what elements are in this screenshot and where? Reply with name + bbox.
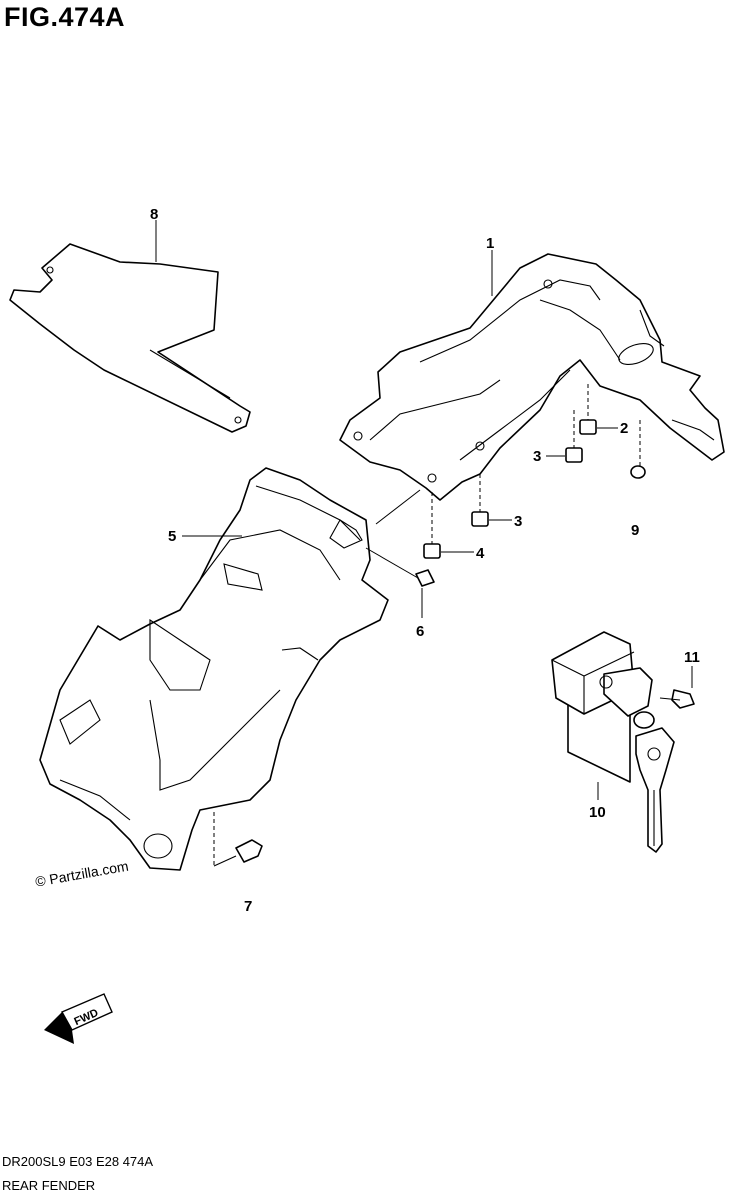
callout-2: 2 [620,420,628,437]
part-9-grommet[interactable] [630,420,646,479]
callout-6: 6 [416,623,424,640]
part-1-rear-fender-upper[interactable] [339,253,725,501]
callout-8: 8 [150,206,158,223]
part-3-bolt-upper[interactable] [565,410,583,463]
part-4-bolt[interactable] [423,492,441,559]
callout-4: 4 [476,545,485,562]
callout-9: 9 [631,522,639,539]
callout-1: 1 [486,235,494,252]
part-11-screw[interactable] [659,689,695,709]
callout-7: 7 [244,898,252,915]
callout-10: 10 [589,804,606,821]
callout-11: 11 [684,649,700,666]
callout-3-lower: 3 [514,513,522,530]
part-6-clip-nut[interactable] [415,569,435,587]
fwd-arrow-icon: FWD [44,993,113,1044]
part-8-cover-plate[interactable] [9,243,251,433]
part-3-bolt-lower[interactable] [471,474,489,527]
callout-3-upper: 3 [533,448,541,465]
callout-5: 5 [168,528,176,545]
part-5-rear-fender-lower[interactable] [39,467,389,871]
diagram-name: REAR FENDER [2,1178,96,1193]
part-10-lock-set[interactable] [551,631,675,853]
part-7-bolt[interactable] [213,812,263,867]
figure-title: FIG.474A [4,2,126,32]
part-2-bolt[interactable] [579,384,597,435]
diagram-code: DR200SL9 E03 E28 474A [2,1154,154,1169]
